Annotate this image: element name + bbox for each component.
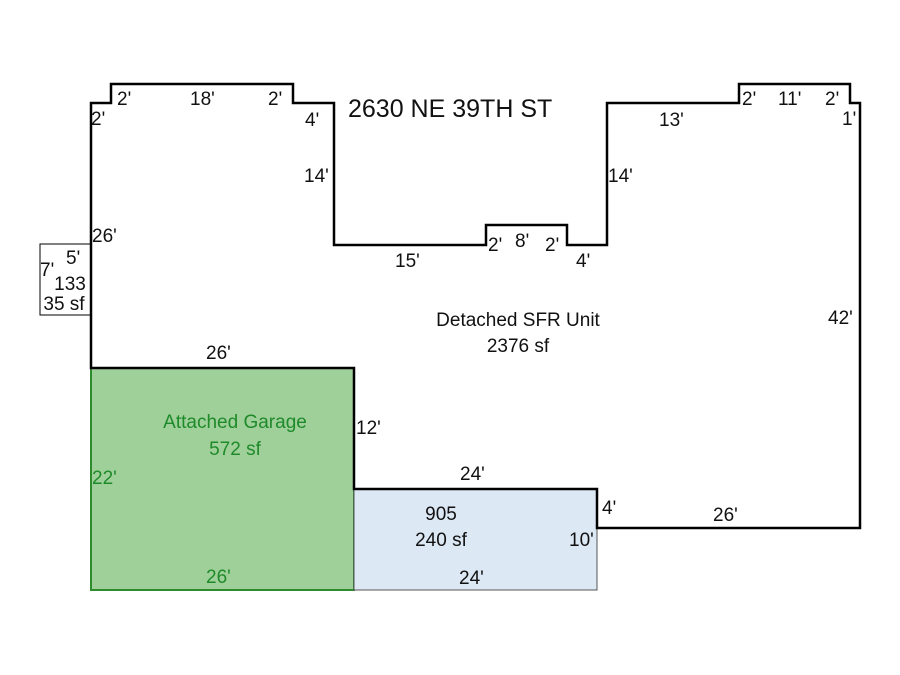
dimension-label: 14' [608, 166, 633, 187]
dimension-label: 13' [659, 110, 684, 131]
dimension-label: 24' [460, 464, 485, 485]
dimension-label: 24' [459, 568, 484, 589]
dimension-label: 7' [40, 260, 54, 281]
dimension-label: 5' [66, 248, 80, 269]
dimension-label: 15' [395, 251, 420, 272]
dimension-label: 10' [569, 530, 594, 551]
dimension-label: 2' [91, 109, 105, 130]
garage-area-name: Attached Garage [163, 412, 307, 433]
porch-area [39, 243, 92, 316]
addition-area-name: 905 [425, 504, 457, 525]
dimension-label: 26' [206, 343, 231, 364]
dimension-label: 26' [92, 226, 117, 247]
porch-area-name: 133 [54, 274, 86, 295]
dimension-label: 4' [576, 251, 590, 272]
dimension-label: 14' [304, 166, 329, 187]
dimension-label: 4' [305, 110, 319, 131]
dimension-label: 8' [515, 231, 529, 252]
dimension-label: 26' [206, 567, 231, 588]
dimension-label: 26' [713, 505, 738, 526]
dimension-label: 2' [742, 89, 756, 110]
main-area-name: Detached SFR Unit [436, 310, 600, 331]
addition-area-size: 240 sf [415, 530, 467, 551]
dimension-label: 4' [602, 498, 616, 519]
dimension-label: 18' [190, 89, 215, 110]
dimension-label: 42' [828, 308, 853, 329]
dimension-label: 11' [778, 89, 801, 110]
garage-area-size: 572 sf [209, 439, 261, 460]
dimension-label: 2' [268, 89, 282, 110]
address-title: 2630 NE 39TH ST [348, 95, 552, 123]
dimension-label: 2' [488, 235, 502, 256]
addition-area [353, 488, 598, 591]
dimension-label: 2' [545, 235, 559, 256]
dimension-label: 12' [356, 418, 381, 439]
dimension-label: 1' [842, 109, 856, 130]
dimension-label: 2' [117, 89, 131, 110]
main-area-size: 2376 sf [487, 336, 550, 357]
dimension-label: 22' [92, 468, 117, 489]
main-house-outline [89, 82, 862, 530]
dimension-label: 2' [825, 89, 839, 110]
porch-area-size: 35 sf [43, 294, 85, 315]
garage-area [90, 367, 355, 591]
